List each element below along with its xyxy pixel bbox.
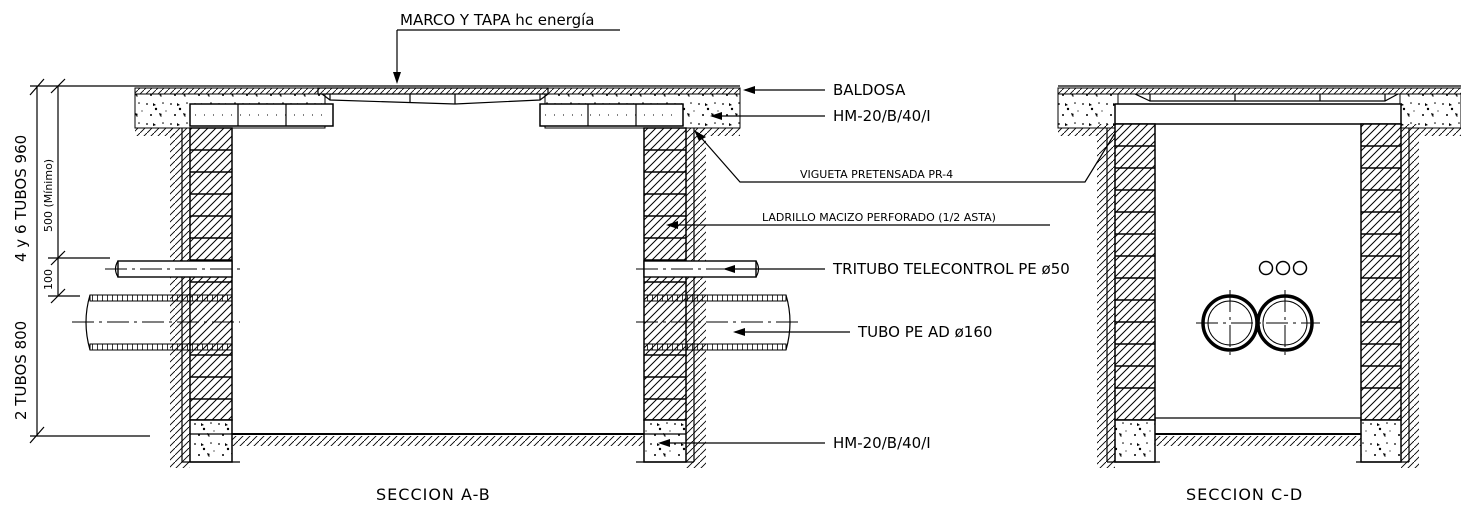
dim-500: 500 (Mínimo) xyxy=(42,159,55,232)
label-hm-top: HM-20/B/40/I xyxy=(833,107,931,125)
dim-100: 100 xyxy=(42,269,55,290)
label-ladrillo: LADRILLO MACIZO PERFORADO (1/2 ASTA) xyxy=(762,211,996,224)
tritubo-pipe xyxy=(105,260,770,278)
label-hm-bottom: HM-20/B/40/I xyxy=(833,434,931,452)
baldosa-layer-left xyxy=(134,87,326,95)
label-baldosa: BALDOSA xyxy=(833,81,906,99)
tritubo-section xyxy=(1258,260,1308,276)
footing-left xyxy=(189,419,233,463)
vigueta-right xyxy=(539,103,684,127)
concrete-layer-cd-left xyxy=(1057,93,1119,129)
section-title-ab: SECCION A-B xyxy=(376,485,491,504)
tubo-pe-section xyxy=(1196,290,1320,356)
marco-tapa-cd xyxy=(1134,93,1399,102)
label-tritubo: TRITUBO TELECONTROL PE ø50 xyxy=(832,260,1070,278)
dim-800: 2 TUBOS 800 xyxy=(12,321,30,420)
label-vigueta: VIGUETA PRETENSADA PR-4 xyxy=(800,168,953,181)
section-ab: 4 y 6 TUBOS 960 500 (Mínimo) 100 2 TUBOS… xyxy=(12,78,800,468)
baldosa-layer-right xyxy=(544,87,741,95)
footing-cd-left xyxy=(1114,419,1156,463)
brick-wall-cd-left xyxy=(1114,123,1156,421)
footing-cd-right xyxy=(1360,419,1402,463)
concrete-layer-cd-right xyxy=(1399,93,1461,129)
tubo-pe-pipe xyxy=(72,294,800,351)
marco-tapa xyxy=(317,87,549,105)
label-marco-tapa: MARCO Y TAPA hc energía xyxy=(400,11,595,29)
vigueta-left xyxy=(189,103,334,127)
section-title-cd: SECCION C-D xyxy=(1186,485,1303,504)
section-cd xyxy=(1057,85,1461,468)
label-tubo-pe: TUBO PE AD ø160 xyxy=(857,323,992,341)
dimension-lines xyxy=(29,78,150,444)
vigueta-cd xyxy=(1114,103,1402,125)
dim-960: 4 y 6 TUBOS 960 xyxy=(12,135,30,262)
